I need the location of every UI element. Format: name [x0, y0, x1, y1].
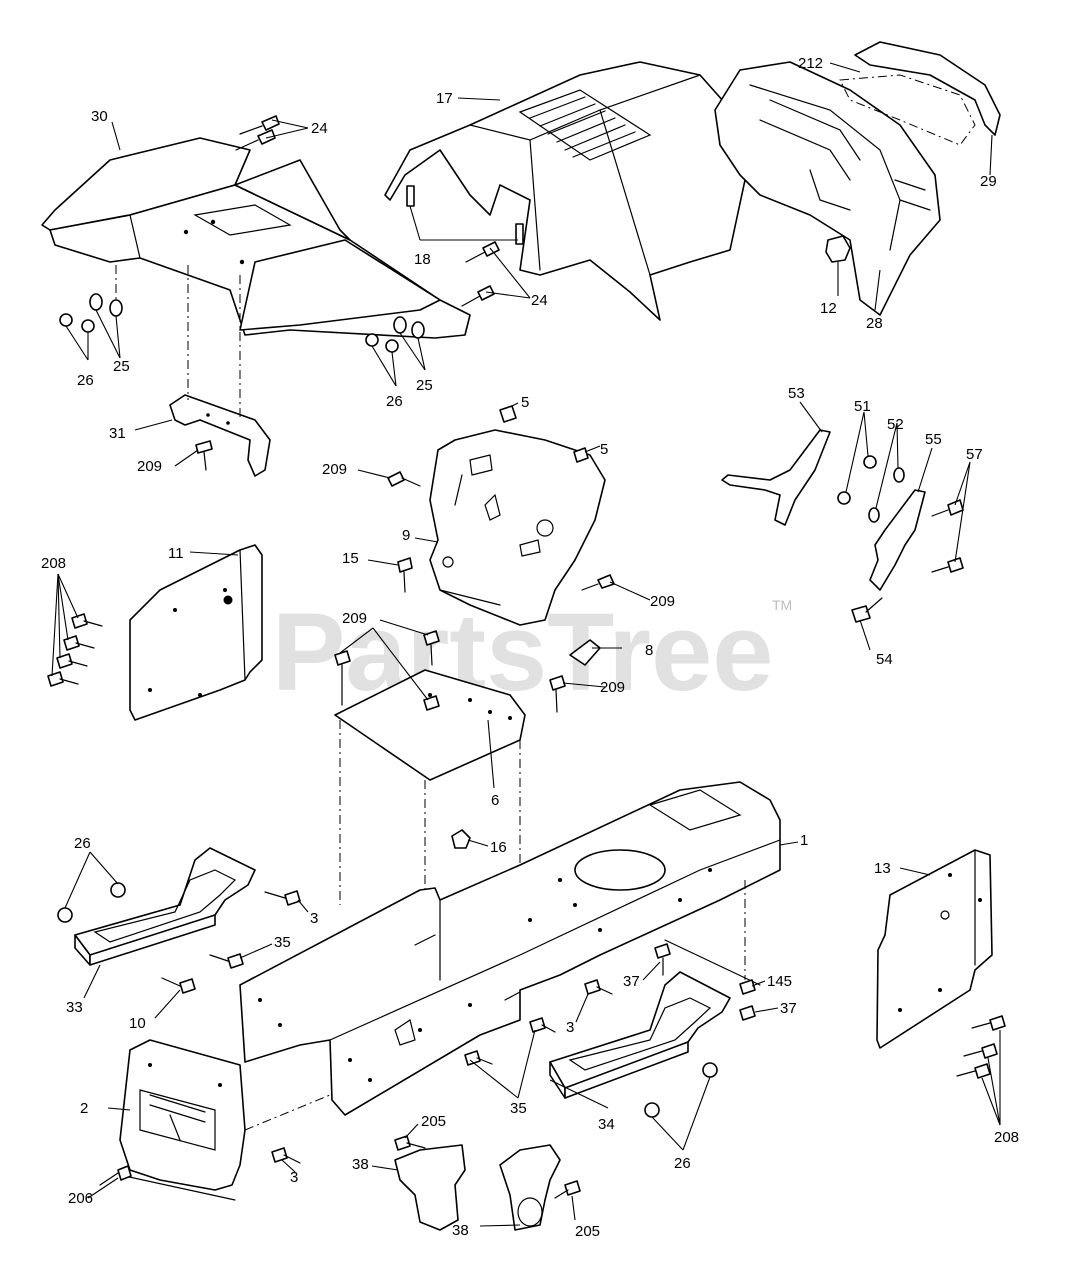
part-26-nuts-right: [644, 1062, 718, 1118]
part-208-bolts-right: [956, 1015, 1006, 1079]
callout-26: 26: [674, 1155, 691, 1172]
part-grille-housing: [714, 61, 941, 316]
callout-51: 51: [854, 398, 871, 415]
callout-13: 13: [874, 860, 891, 877]
callout-5: 5: [600, 441, 608, 458]
part-3-35-10-bolts-footrest: [161, 890, 301, 994]
callout-57: 57: [966, 446, 983, 463]
callout-9: 9: [402, 527, 410, 544]
callout-15: 15: [342, 550, 359, 567]
callout-35: 35: [274, 934, 291, 951]
callout-208: 208: [994, 1129, 1019, 1146]
callout-35: 35: [510, 1100, 527, 1117]
callout-26: 26: [77, 372, 94, 389]
callout-34: 34: [598, 1116, 615, 1133]
callout-145: 145: [767, 973, 792, 990]
part-29-grille-cover: [854, 41, 1001, 136]
callout-3: 3: [310, 910, 318, 927]
callout-24: 24: [311, 120, 328, 137]
callout-205: 205: [575, 1223, 600, 1240]
callout-17: 17: [436, 90, 453, 107]
part-33-footrest-left: [74, 847, 256, 966]
callout-37: 37: [623, 973, 640, 990]
part-30-rear-fender: [41, 137, 471, 339]
callout-212: 212: [798, 55, 823, 72]
part-11-side-panel-left: [129, 544, 263, 721]
part-38-bracket-right: [499, 1144, 581, 1231]
callout-55: 55: [925, 431, 942, 448]
callout-26: 26: [386, 393, 403, 410]
part-3-35-bolts-frame: [464, 979, 613, 1066]
callout-18: 18: [414, 251, 431, 268]
callout-33: 33: [66, 999, 83, 1016]
callout-5: 5: [521, 394, 529, 411]
callout-24: 24: [531, 292, 548, 309]
part-24-bolts-top: [235, 115, 280, 151]
callout-209: 209: [137, 458, 162, 475]
callout-28: 28: [866, 315, 883, 332]
part-9-dash-panel: [429, 429, 606, 626]
part-208-bolts-left: [47, 613, 103, 687]
callout-10: 10: [129, 1015, 146, 1032]
part-26-nuts-footrest: [57, 882, 126, 923]
callout-209: 209: [322, 461, 347, 478]
callout-37: 37: [780, 1000, 797, 1017]
part-18-hood-latches: [406, 185, 524, 245]
part-2-front-bracket: [119, 1039, 331, 1201]
callout-38: 38: [452, 1222, 469, 1239]
leader-lines: [51, 62, 1001, 1227]
part-25-26-hardware-left: [59, 265, 123, 333]
callout-209: 209: [650, 593, 675, 610]
callout-6: 6: [491, 792, 499, 809]
callout-206: 206: [68, 1190, 93, 1207]
callout-54: 54: [876, 651, 893, 668]
callout-31: 31: [109, 425, 126, 442]
callout-38: 38: [352, 1156, 369, 1173]
callout-3: 3: [566, 1019, 574, 1036]
part-37-145-hardware: [654, 880, 756, 1021]
part-54-knob: [851, 597, 883, 623]
part-53-bracket: [721, 429, 831, 526]
part-55-bracket: [869, 489, 964, 591]
callout-3: 3: [290, 1169, 298, 1186]
callout-8: 8: [645, 642, 653, 659]
callout-52: 52: [887, 416, 904, 433]
callout-26: 26: [74, 835, 91, 852]
callout-30: 30: [91, 108, 108, 125]
part-212-lens: [839, 74, 976, 146]
callout-16: 16: [490, 839, 507, 856]
part-34-footrest-right: [549, 939, 761, 1099]
callout-labels: 30 24 17 212 29 18 24 12 28 26 25 26 25 …: [41, 55, 1019, 1240]
callout-2: 2: [80, 1100, 88, 1117]
part-13-side-panel-right: [876, 849, 993, 1049]
part-1-frame: [239, 781, 781, 1116]
part-6-plate: [334, 669, 526, 920]
callout-53: 53: [788, 385, 805, 402]
part-38-bracket-left: [394, 1135, 466, 1231]
callout-205: 205: [421, 1113, 446, 1130]
callout-209: 209: [342, 610, 367, 627]
part-31-bracket: [169, 265, 271, 477]
part-51-52-hardware: [837, 455, 905, 523]
trademark-mark: TM: [772, 597, 792, 613]
callout-208: 208: [41, 555, 66, 572]
part-3-206-bolts-bracket: [99, 1147, 301, 1186]
callout-25: 25: [416, 377, 433, 394]
part-12-bushing: [825, 235, 851, 263]
callout-1: 1: [800, 832, 808, 849]
callout-25: 25: [113, 358, 130, 375]
part-5-knobs: [499, 405, 589, 463]
part-16-nut: [451, 829, 471, 849]
callout-209: 209: [600, 679, 625, 696]
callout-11: 11: [168, 545, 184, 562]
callout-12: 12: [820, 300, 837, 317]
part-17-hood: [384, 61, 746, 321]
callout-29: 29: [980, 173, 997, 190]
